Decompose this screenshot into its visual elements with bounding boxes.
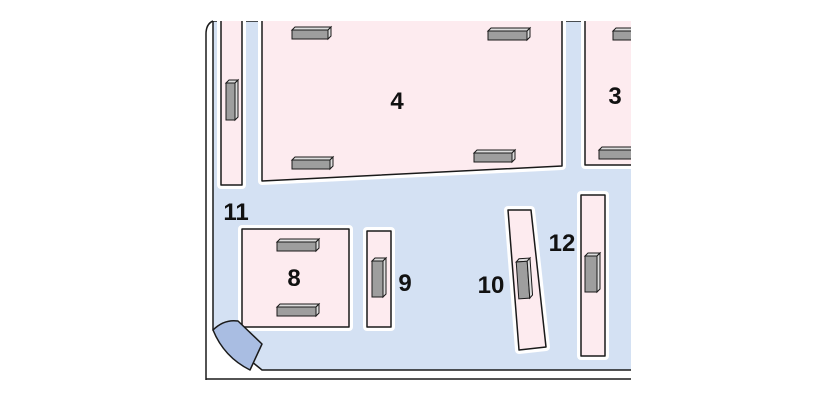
- clip-icon: [275, 237, 321, 253]
- label-panel-11: 11: [223, 199, 248, 226]
- left-rolled-edge: [205, 20, 214, 380]
- clip-icon: [472, 148, 517, 164]
- label-panel-8: 8: [287, 265, 300, 292]
- clip-icon: [224, 78, 240, 122]
- label-panel-3: 3: [608, 83, 621, 110]
- vertical-clips: [224, 78, 602, 300]
- horizontal-clips: [275, 25, 631, 318]
- curled-corner: [212, 319, 263, 371]
- panel-3: [584, 21, 631, 166]
- label-panel-4: 4: [390, 88, 404, 115]
- clip-icon: [515, 256, 534, 300]
- clip-icon: [597, 146, 631, 160]
- clip-icon: [275, 302, 321, 318]
- panel-4: [261, 21, 563, 182]
- clip-icon: [290, 155, 335, 171]
- clip-icon: [486, 26, 532, 42]
- clip-icon: [611, 27, 631, 41]
- label-panel-10: 10: [478, 272, 505, 299]
- clip-icon: [290, 25, 333, 41]
- clip-icon: [370, 256, 388, 299]
- label-panel-12: 12: [549, 230, 576, 257]
- panel-8: [241, 228, 350, 328]
- label-panel-9: 9: [398, 270, 411, 297]
- clip-icon: [583, 251, 602, 294]
